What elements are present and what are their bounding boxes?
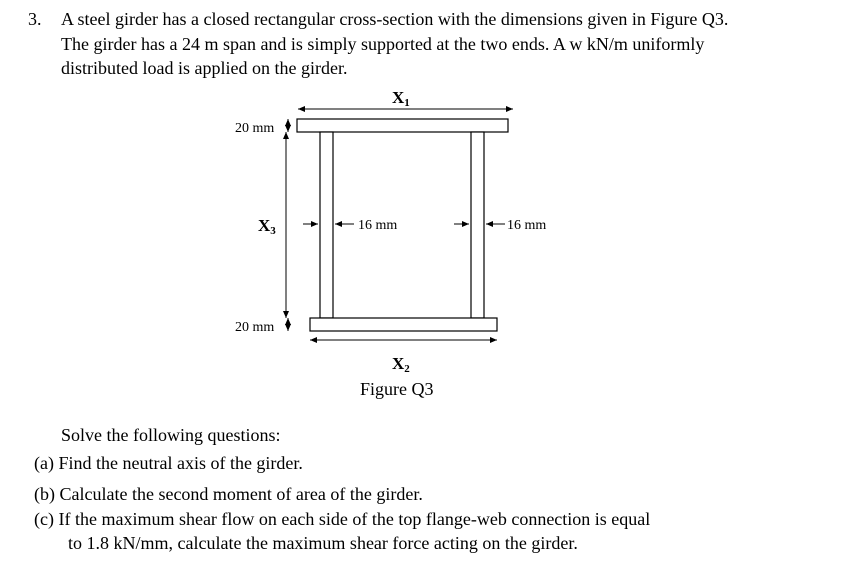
task-b: (b) Calculate the second moment of area …	[34, 484, 423, 504]
left-web	[319, 131, 334, 319]
task-a: (a) Find the neutral axis of the girder.	[34, 453, 303, 473]
bottom-flange-thickness-label: 20 mm	[235, 320, 274, 335]
task-c-line-2: to 1.8 kN/mm, calculate the maximum shea…	[68, 533, 578, 553]
task-c-line-1: (c) If the maximum shear flow on each si…	[34, 509, 651, 529]
label-x1: X1	[392, 88, 410, 109]
right-web-thickness-label: 16 mm	[507, 218, 546, 233]
tasks-intro: Solve the following questions:	[61, 425, 281, 445]
top-flange-thickness-label: 20 mm	[235, 121, 274, 136]
question-line-2: The girder has a 24 m span and is simply…	[61, 34, 705, 54]
question-line-1: A steel girder has a closed rectangular …	[61, 9, 729, 29]
top-flange	[296, 118, 509, 133]
question-number: 3.	[28, 9, 42, 29]
figure-caption: Figure Q3	[360, 379, 434, 399]
bottom-flange	[309, 317, 498, 332]
left-web-thickness-label: 16 mm	[358, 218, 397, 233]
right-web	[470, 131, 485, 319]
question-line-3: distributed load is applied on the girde…	[61, 58, 348, 78]
label-x2: X2	[392, 354, 410, 375]
figure-q3-cross-section: X1 X2 X3 20 mm 20 mm 16 mm 16 mm	[235, 88, 546, 375]
label-x3: X3	[258, 216, 276, 237]
